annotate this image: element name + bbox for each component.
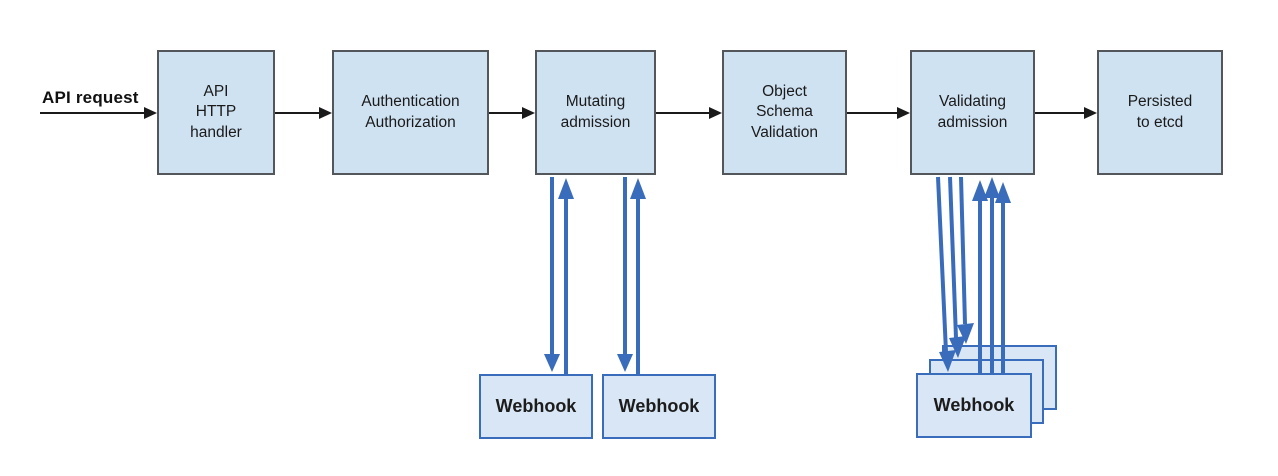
arrow-handler-to-auth	[275, 107, 332, 119]
mutating-webhook-box-2: Webhook	[602, 374, 716, 439]
arrow-validating-to-webhooks-down-2	[948, 176, 966, 358]
arrow-mutating-to-webhook1-down	[544, 177, 560, 372]
arrow-auth-to-mutating	[489, 107, 535, 119]
arrow-webhook1-to-mutating-up	[558, 178, 574, 374]
arrow-api-request	[40, 107, 157, 119]
box-authentication-authorization: Authentication Authorization	[332, 50, 489, 175]
box-mutating-admission: Mutating admission	[535, 50, 656, 175]
arrow-validating-to-webhooks-down-1	[936, 176, 956, 372]
arrow-validating-to-persisted	[1035, 107, 1097, 119]
box-persisted-to-etcd: Persisted to etcd	[1097, 50, 1223, 175]
arrow-validating-to-webhooks-down-3	[957, 176, 974, 344]
api-request-label: API request	[42, 88, 139, 107]
arrow-webhook2-to-mutating-up	[630, 178, 646, 374]
arrow-mutating-to-schema	[656, 107, 722, 119]
arrow-schema-to-validating	[847, 107, 910, 119]
box-api-http-handler: API HTTP handler	[157, 50, 275, 175]
arrow-mutating-to-webhook2-down	[617, 177, 633, 372]
validating-webhook-box-front: Webhook	[916, 373, 1032, 438]
mutating-webhook-box-1: Webhook	[479, 374, 593, 439]
box-object-schema-validation: Object Schema Validation	[722, 50, 847, 175]
box-validating-admission: Validating admission	[910, 50, 1035, 175]
